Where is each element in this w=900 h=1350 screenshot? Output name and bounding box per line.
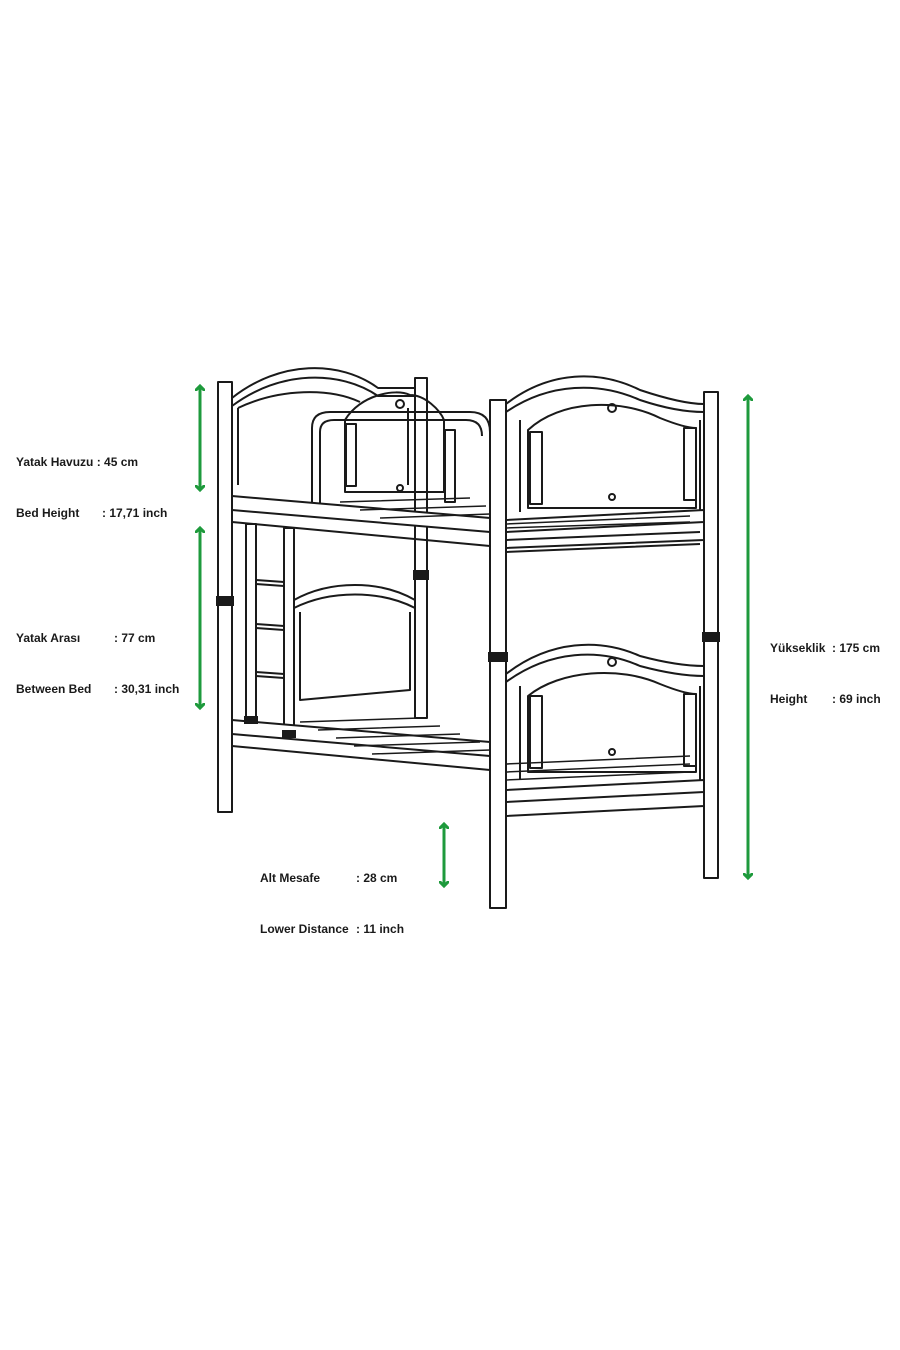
bed-height-tr-label: Yatak Havuzu: [16, 455, 94, 469]
post-brackets: [216, 570, 720, 738]
bunk-bed-drawing: [216, 367, 720, 909]
upper-back-headboard: [231, 367, 415, 485]
lower-distance-en-value: : 11 inch: [356, 922, 405, 936]
lower-front-headboard: [505, 643, 705, 780]
between-bed-en-value: : 30,31 inch: [114, 682, 180, 696]
upper-front-headboard: [505, 375, 705, 512]
total-height-tr-label: Yükseklik: [770, 641, 826, 655]
bed-height-en-value: : 17,71 inch: [102, 506, 168, 520]
bed-height-label: Yatak Havuzu : 45 cm Bed Height : 17,71 i…: [16, 420, 167, 539]
lower-distance-en-label: Lower Distance: [260, 922, 349, 936]
bed-height-tr-value: : 45 cm: [96, 455, 139, 469]
between-bed-tr-label: Yatak Arası: [16, 631, 81, 645]
lower-back-headboard: [293, 584, 416, 701]
upper-bed-frame: [231, 495, 705, 553]
bed-height-en-label: Bed Height: [16, 506, 80, 520]
total-height-en-value: : 69 inch: [832, 692, 881, 706]
lower-bed-frame: [231, 719, 705, 817]
total-height-tr-value: : 175 cm: [832, 641, 881, 655]
dimension-arrows: [200, 386, 748, 886]
bed-slats: [299, 497, 691, 781]
total-height-label: Yükseklik : 175 cm Height : 69 inch: [770, 606, 881, 725]
ladder: [245, 523, 295, 735]
upper-guard-rail: [311, 391, 491, 505]
lower-distance-label: Alt Mesafe : 28 cm Lower Distance : 11 inc…: [260, 836, 404, 955]
total-height-en-label: Height: [770, 692, 808, 706]
lower-distance-tr-label: Alt Mesafe: [260, 871, 321, 885]
lower-distance-tr-value: : 28 cm: [356, 871, 398, 885]
between-bed-tr-value: : 77 cm: [114, 631, 156, 645]
between-bed-en-label: Between Bed: [16, 682, 92, 696]
between-bed-label: Yatak Arası : 77 cm Between Bed : 30,31 in…: [16, 596, 179, 715]
